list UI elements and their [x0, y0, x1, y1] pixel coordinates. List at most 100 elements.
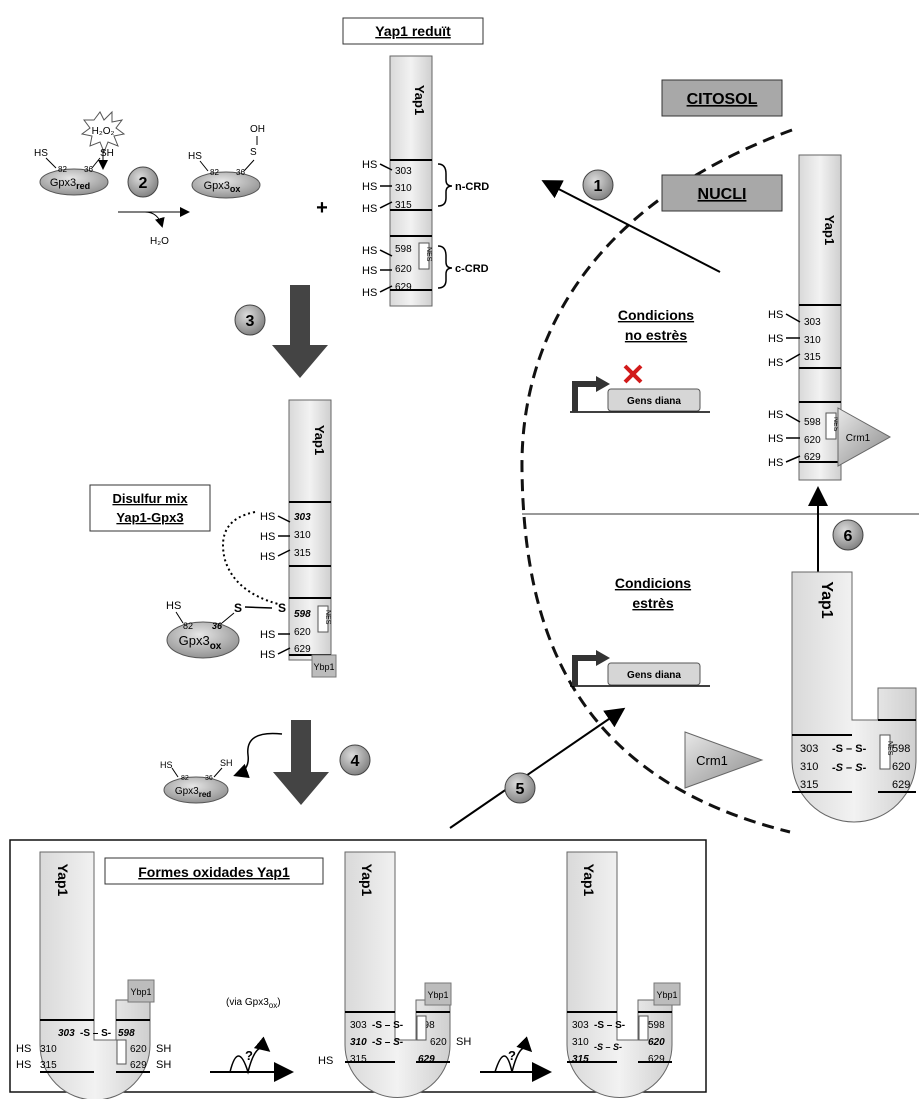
svg-text:HS: HS — [362, 203, 377, 215]
svg-text:SH: SH — [456, 1036, 471, 1048]
svg-text:629: 629 — [892, 779, 910, 791]
citosol-label: CITOSOL — [687, 91, 758, 108]
svg-text:598: 598 — [118, 1028, 135, 1039]
svg-text:82: 82 — [183, 621, 193, 631]
svg-text:Yap1: Yap1 — [818, 581, 835, 618]
svg-text:Crm1: Crm1 — [846, 433, 871, 444]
svg-text:-S – S-: -S – S- — [832, 743, 867, 755]
disulfur-title-2: Yap1-Gpx3 — [116, 510, 183, 525]
svg-text:82: 82 — [181, 775, 189, 782]
svg-text:3: 3 — [246, 313, 255, 330]
svg-text:HS: HS — [768, 357, 783, 369]
svg-text:303: 303 — [800, 743, 818, 755]
nucli-label: NUCLI — [698, 186, 747, 203]
svg-text:-S – S-: -S – S- — [372, 1037, 404, 1048]
svg-text:315: 315 — [395, 200, 412, 211]
svg-text:36: 36 — [205, 775, 213, 782]
svg-text:HS: HS — [768, 409, 783, 421]
svg-text:HS: HS — [16, 1043, 31, 1055]
svg-text:315: 315 — [572, 1054, 589, 1065]
plus-sign: + — [316, 197, 328, 219]
svg-text:HS: HS — [260, 551, 275, 563]
svg-text:SH: SH — [156, 1059, 171, 1071]
step-3-arrow — [272, 285, 328, 378]
svg-text:303: 303 — [58, 1028, 75, 1039]
svg-text:NES: NES — [324, 610, 331, 625]
formes-title: Formes oxidades Yap1 — [138, 864, 290, 880]
svg-text:5: 5 — [516, 781, 525, 798]
svg-text:-S – S-: -S – S- — [594, 1042, 622, 1052]
svg-text:HS: HS — [160, 760, 173, 770]
svg-text:303: 303 — [350, 1020, 367, 1031]
svg-text:598: 598 — [804, 417, 821, 428]
no-stress-title-1: Condicions — [618, 307, 694, 323]
svg-text:303: 303 — [572, 1020, 589, 1031]
svg-text:620: 620 — [892, 761, 910, 773]
svg-text:620: 620 — [294, 627, 311, 638]
svg-text:315: 315 — [350, 1054, 367, 1065]
step-4-curve — [236, 733, 282, 775]
yap1-reduced-column: Yap1 303 310 315 598 620 629 NES HS HS H… — [362, 56, 489, 306]
svg-text:HS: HS — [260, 649, 275, 661]
svg-text:598: 598 — [294, 609, 311, 620]
svg-text:315: 315 — [800, 779, 818, 791]
svg-text:598: 598 — [892, 743, 910, 755]
svg-text:n-CRD: n-CRD — [455, 181, 489, 193]
svg-text:629: 629 — [418, 1054, 435, 1065]
stress-title-1: Condicions — [615, 575, 691, 591]
stress-title-2: estrès — [632, 595, 673, 611]
svg-text:36: 36 — [236, 168, 245, 177]
svg-text:NES: NES — [886, 741, 893, 756]
h2o2-burst: H₂O₂ — [82, 112, 124, 168]
svg-text:OH: OH — [250, 124, 265, 135]
svg-text:310: 310 — [350, 1037, 367, 1048]
svg-text:HS: HS — [362, 287, 377, 299]
svg-text:310: 310 — [804, 335, 821, 346]
svg-text:303: 303 — [804, 317, 821, 328]
svg-text:HS: HS — [260, 511, 275, 523]
svg-text:620: 620 — [395, 264, 412, 275]
svg-text:620: 620 — [648, 1037, 665, 1048]
svg-text:629: 629 — [804, 452, 821, 463]
svg-text:HS: HS — [768, 333, 783, 345]
svg-text:HS: HS — [318, 1055, 333, 1067]
svg-text:Yap1: Yap1 — [581, 864, 597, 897]
step-4-arrow — [273, 720, 329, 805]
svg-text:310: 310 — [395, 183, 412, 194]
svg-text:36: 36 — [84, 165, 93, 174]
svg-text:SH: SH — [156, 1043, 171, 1055]
svg-text:Yap1: Yap1 — [359, 864, 375, 897]
svg-text:Yap1: Yap1 — [822, 215, 837, 245]
svg-text:HS: HS — [362, 181, 377, 193]
promoter-no-stress: Gens diana — [570, 366, 710, 412]
svg-text:HS: HS — [16, 1059, 31, 1071]
blocked-icon — [625, 366, 641, 382]
svg-text:-S – S-: -S – S- — [372, 1020, 403, 1031]
disulfur-title-1: Disulfur mix — [112, 491, 188, 506]
svg-text:H₂O₂: H₂O₂ — [92, 126, 115, 137]
svg-text:HS: HS — [768, 309, 783, 321]
svg-text:SH: SH — [220, 758, 233, 768]
svg-text:598: 598 — [395, 244, 412, 255]
svg-text:Ybp1: Ybp1 — [427, 990, 448, 1000]
svg-text:-S – S-: -S – S- — [594, 1020, 625, 1031]
svg-text:629: 629 — [395, 282, 412, 293]
yap1-nuclear-column: Yap1 303 310 315 598 620 629 NES HS HS H… — [768, 155, 890, 480]
yap1-gpx3-mixed: Yap1 303 310 315 598 620 629 NES HS HS H… — [223, 400, 336, 677]
svg-text:2: 2 — [139, 175, 148, 192]
svg-text:82: 82 — [58, 165, 67, 174]
gpx3-oxidized-1: Gpx3ox 8236 HSS OH — [188, 124, 265, 198]
svg-text:?: ? — [508, 1048, 516, 1063]
svg-text:Gens diana: Gens diana — [627, 396, 681, 407]
yap1-oxidized-nuclear: Yap1 303 310 315 598 620 629 NES -S – S-… — [792, 572, 916, 822]
svg-text:SH: SH — [100, 148, 114, 159]
svg-text:315: 315 — [294, 548, 311, 559]
svg-text:310: 310 — [40, 1044, 57, 1055]
svg-text:?: ? — [245, 1048, 253, 1063]
svg-text:-S – S-: -S – S- — [80, 1028, 111, 1039]
svg-text:Ybp1: Ybp1 — [656, 990, 677, 1000]
step-5-arrow — [450, 710, 622, 828]
svg-text:HS: HS — [188, 151, 202, 162]
